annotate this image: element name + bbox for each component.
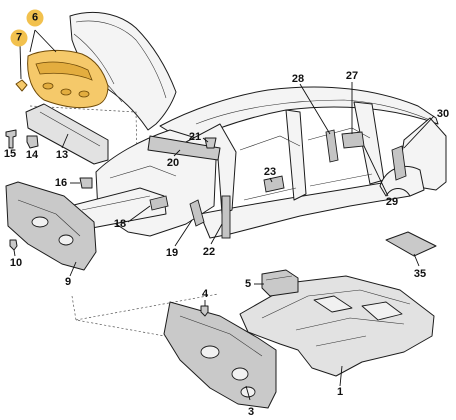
leader-19: [174, 219, 193, 247]
console-insulation-part: [261, 269, 299, 297]
callout-23: 23: [263, 166, 277, 178]
callout-16: 16: [54, 177, 68, 189]
leader-1: [339, 365, 343, 387]
leader-22: [210, 223, 223, 245]
pillar-insert-19: [189, 199, 205, 227]
pillar-insert-30: [391, 145, 407, 181]
leader-18: [127, 205, 151, 223]
leader-3: [245, 385, 251, 401]
leader-28: [299, 83, 331, 135]
trunk-mat-part: [385, 231, 437, 257]
bracket-part-16: [79, 177, 93, 189]
leader-23: [269, 177, 273, 183]
leader-13: [61, 133, 69, 149]
leader-29: [363, 145, 389, 197]
car-body-shell: [69, 86, 447, 239]
clip-part-4: [200, 305, 209, 317]
callout-30: 30: [436, 108, 450, 120]
callout-29: 29: [385, 196, 399, 208]
callout-13: 13: [55, 149, 69, 161]
leader-9: [69, 261, 77, 277]
leader-35: [413, 253, 420, 267]
hood-insulation-part: [27, 49, 109, 109]
fastener-part-14: [26, 135, 39, 149]
callout-20: 20: [166, 157, 180, 169]
group-line-left: [29, 105, 139, 217]
leader-6a: [29, 29, 36, 53]
callout-14: 14: [25, 149, 39, 161]
callout-19: 19: [165, 247, 179, 259]
callout-7: 7: [10, 29, 28, 47]
leader-20: [173, 149, 181, 157]
plenum-seal-part: [147, 135, 221, 161]
bulkhead-insulation-part: [163, 301, 277, 409]
callout-1: 1: [336, 386, 344, 398]
floor-covering-part: [239, 275, 435, 377]
callout-4: 4: [201, 288, 209, 300]
callout-18: 18: [113, 218, 127, 230]
callout-9: 9: [64, 276, 72, 288]
stud-part-10: [9, 239, 18, 251]
callout-6: 6: [26, 9, 44, 27]
callout-28: 28: [291, 73, 305, 85]
pillar-insert-28: [325, 129, 339, 163]
hood-clip-part: [15, 79, 28, 92]
callout-22: 22: [202, 246, 216, 258]
leader-10: [13, 249, 16, 257]
leader-21: [202, 137, 209, 143]
plenum-clip-part: [204, 137, 217, 149]
leader-30: [403, 115, 435, 149]
bulkhead-strip-part: [25, 103, 109, 165]
callout-27: 27: [345, 70, 359, 82]
insulation-block-18: [149, 195, 169, 211]
leader-7: [19, 43, 22, 80]
pillar-insert-27: [341, 131, 365, 149]
pillar-insert-22: [221, 195, 231, 239]
insulation-block-23: [263, 175, 285, 193]
leader-6b: [34, 29, 57, 53]
callout-5: 5: [244, 278, 252, 290]
callout-35: 35: [413, 268, 427, 280]
callout-3: 3: [247, 406, 255, 418]
callout-10: 10: [9, 257, 23, 269]
fastener-part-15: [5, 129, 17, 149]
callout-15: 15: [3, 148, 17, 160]
callout-21: 21: [188, 131, 202, 143]
